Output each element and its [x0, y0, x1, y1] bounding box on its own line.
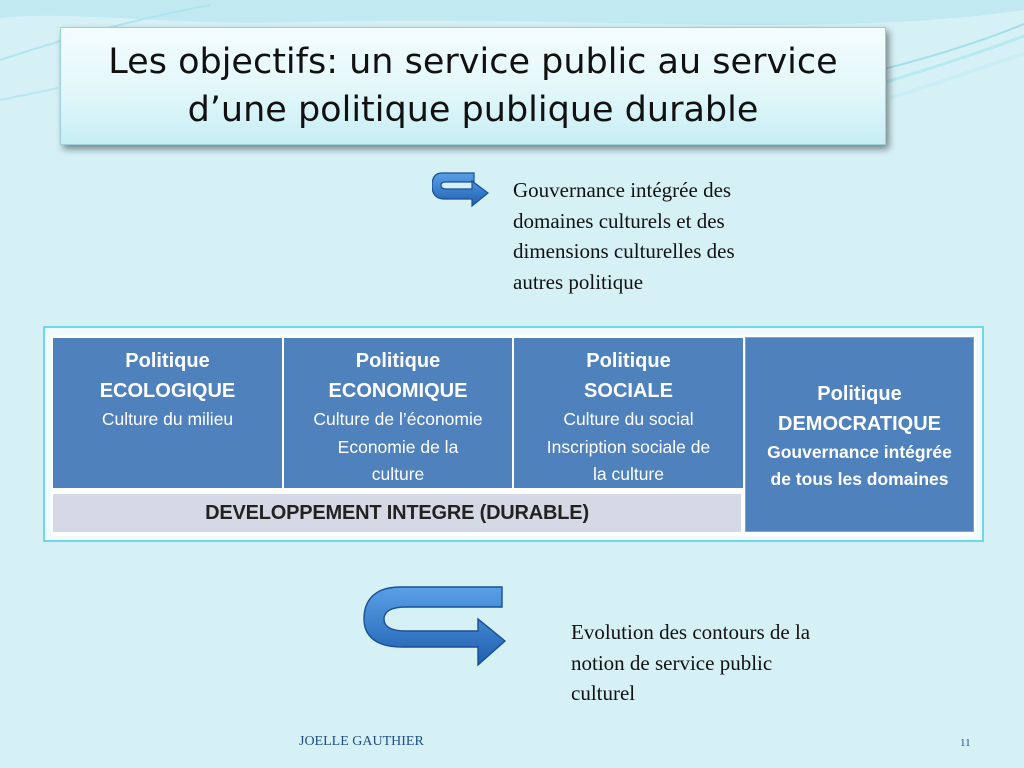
cell-heading: Politique: [817, 382, 902, 405]
cell-heading: DEMOCRATIQUE: [778, 412, 941, 435]
developpement-integre-bar: DEVELOPPEMENT INTEGRE (DURABLE): [53, 492, 741, 532]
cell-text: Culture du milieu: [101, 409, 234, 429]
cell-text: Gouvernance intégrée: [767, 441, 952, 462]
slide-title-box: Les objectifs: un service public au serv…: [60, 27, 886, 145]
governance-note-line: autres politique: [513, 269, 644, 294]
cell-heading: SOCIALE: [584, 380, 673, 402]
evolution-note-line: culturel: [571, 681, 636, 705]
governance-note-line: dimensions culturelles des: [513, 239, 735, 263]
cell-text: Inscription sociale de: [546, 436, 711, 457]
page-number: 11: [960, 737, 971, 749]
cell-text: de tous les domaines: [770, 468, 949, 489]
slide-title-line-1: Les objectifs: un service public au serv…: [108, 42, 838, 82]
cell-heading: Politique: [355, 350, 441, 372]
evolution-note-line: Evolution des contours de la: [571, 620, 811, 644]
footer-author: JOELLE GAUTHIER: [299, 734, 424, 749]
u-turn-arrow-icon: [432, 172, 489, 208]
u-turn-arrow-icon: [363, 586, 507, 667]
cell-heading: Politique: [586, 350, 671, 372]
evolution-note-line: notion de service public: [571, 650, 773, 675]
cell-heading: Politique: [125, 350, 210, 372]
cell-text: Culture de l’économie: [313, 409, 483, 429]
cell-text: la culture: [592, 464, 664, 484]
evolution-note: Evolution des contours de la notion de s…: [571, 617, 810, 709]
policy-sociale-cell: Politique SOCIALE Culture du social Insc…: [514, 338, 743, 488]
policy-economique-cell: Politique ECONOMIQUE Culture de l’économ…: [284, 338, 512, 488]
governance-note-line: domaines culturels et des: [513, 208, 725, 233]
cell-text: Culture du social: [563, 409, 694, 429]
cell-heading: ECOLOGIQUE: [99, 380, 236, 402]
governance-note: Gouvernance intégrée des domaines cultur…: [513, 175, 735, 297]
cell-text: culture: [371, 464, 425, 484]
cell-text: Economie de la: [337, 436, 459, 457]
governance-note-line: Gouvernance intégrée des: [513, 178, 732, 202]
policy-democratique-cell: Politique DEMOCRATIQUE Gouvernance intég…: [745, 337, 974, 532]
developpement-integre-label: DEVELOPPEMENT INTEGRE (DURABLE): [205, 501, 589, 524]
slide-title-line-2: d’une politique publique durable: [187, 90, 759, 130]
cell-heading: ECONOMIQUE: [328, 380, 468, 402]
policy-ecologique-cell: Politique ECOLOGIQUE Culture du milieu: [53, 338, 282, 488]
